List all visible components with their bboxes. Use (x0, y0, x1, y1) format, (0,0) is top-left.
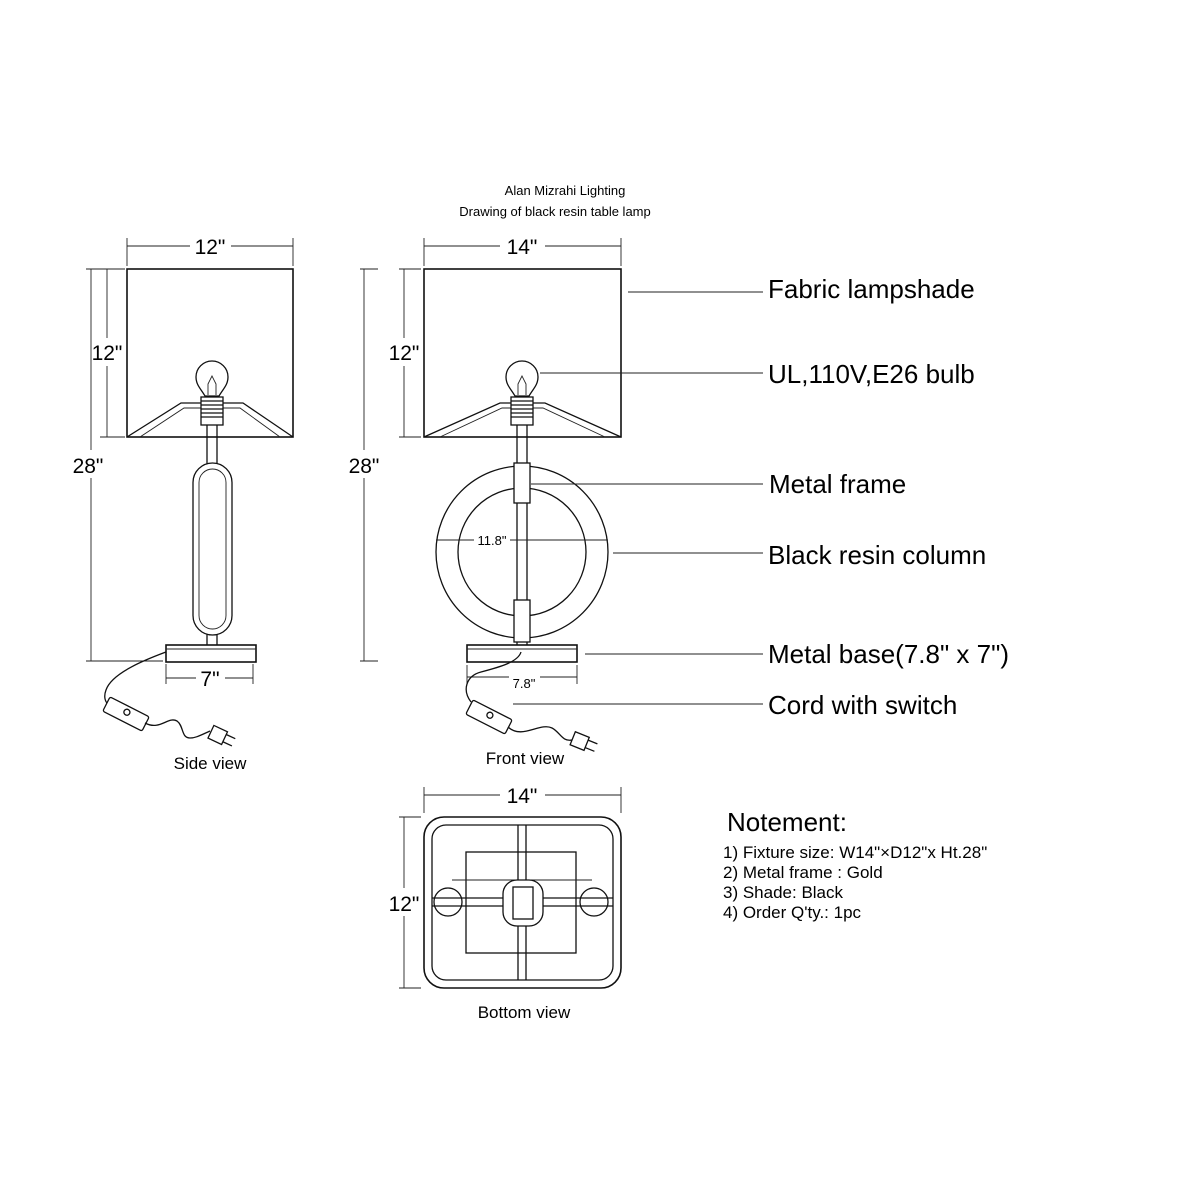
front-cord-switch (465, 699, 513, 735)
side-lampshade (126, 268, 294, 438)
plug-body (569, 730, 591, 752)
bulb-glass (195, 360, 229, 397)
side-plug (207, 724, 236, 747)
front-bulb (505, 360, 539, 426)
bulb-socket (510, 396, 534, 426)
bottom-depth-label: 12" (389, 893, 420, 916)
bottom-view: 14" 12" Bottom view (389, 785, 622, 1022)
side-cord (104, 651, 167, 706)
front-total-height-dimension: 28" (349, 268, 380, 662)
bottom-view-label: Bottom view (478, 1003, 571, 1022)
bulb-glass (505, 360, 539, 397)
side-bulb (195, 360, 229, 426)
drawing-subtitle: Drawing of black resin table lamp (459, 204, 650, 219)
bottom-width-label: 14" (507, 785, 538, 808)
callouts: Fabric lampshade UL,110V,E26 bulb Metal … (513, 274, 1009, 720)
side-shade-height-label: 12" (92, 342, 123, 365)
switch-body (102, 696, 150, 732)
drawing-header: Alan Mizrahi Lighting Drawing of black r… (459, 183, 650, 219)
side-shade-height-dimension: 12" (92, 268, 125, 438)
plug-body (207, 724, 229, 746)
side-view-label: Side view (174, 754, 247, 773)
bottom-foot-left (433, 887, 463, 917)
switch-button (123, 708, 131, 716)
note-item: 2) Metal frame : Gold (723, 863, 883, 882)
front-total-height-label: 28" (349, 455, 380, 478)
bottom-width-dimension: 14" (423, 785, 622, 813)
notes-heading: Notement: (727, 807, 847, 837)
side-resin-column-inner (198, 468, 227, 630)
front-resin-ring-inner (457, 487, 587, 617)
side-base-width-label: 7" (200, 668, 219, 691)
side-cord (144, 719, 211, 739)
plug-prong (584, 746, 595, 752)
front-base-width-dimension: 7.8" (466, 665, 578, 691)
callout-lampshade: Fabric lampshade (768, 274, 975, 304)
front-view: 14" 12" 28" (349, 236, 622, 768)
switch-body (465, 699, 513, 735)
front-ring-diameter-dimension: 11.8" (436, 533, 608, 548)
front-cord (465, 651, 522, 703)
front-shade-width-dimension: 14" (423, 236, 622, 266)
callout-resin-column: Black resin column (768, 540, 986, 570)
note-item: 1) Fixture size: W14"×D12"x Ht.28" (723, 843, 987, 862)
bottom-center-hub-inner (512, 886, 534, 920)
callout-metal-base: Metal base(7.8" x 7") (768, 639, 1009, 669)
front-base-width-label: 7.8" (513, 676, 536, 691)
bottom-depth-dimension: 12" (389, 816, 421, 989)
plug-prong (222, 741, 233, 747)
switch-button (486, 711, 494, 719)
front-shade-width-label: 14" (507, 236, 538, 259)
plug-prong (225, 733, 236, 740)
side-view: 12" 12" 28" (73, 236, 294, 773)
bottom-base-plate (465, 851, 577, 954)
side-cord-switch (102, 696, 150, 732)
side-total-height-dimension: 28" (73, 268, 163, 662)
bulb-socket (200, 396, 224, 426)
side-metal-base (165, 644, 257, 663)
side-resin-column (192, 462, 233, 636)
front-plug (569, 730, 598, 752)
front-shade-height-dimension: 12" (389, 268, 421, 438)
side-shade-width-dimension: 12" (126, 236, 294, 266)
bulb-filament (517, 374, 527, 395)
bulb-filament (207, 374, 217, 395)
side-shade-width-label: 12" (195, 236, 226, 259)
plug-prong (587, 739, 598, 745)
front-shade-height-label: 12" (389, 342, 420, 365)
callout-cord-switch: Cord with switch (768, 690, 957, 720)
note-item: 4) Order Q'ty.: 1pc (723, 903, 862, 922)
bottom-foot-right (579, 887, 609, 917)
side-total-height-label: 28" (73, 455, 104, 478)
bottom-shade-outer (423, 816, 622, 989)
front-ring-diameter-label: 11.8" (478, 533, 507, 548)
front-lampshade (423, 268, 622, 438)
front-metal-frame-clip-top (513, 462, 531, 504)
bottom-shade-inner (431, 824, 614, 981)
side-base-width-dimension: 7" (165, 664, 254, 691)
company-name: Alan Mizrahi Lighting (505, 183, 626, 198)
callout-bulb: UL,110V,E26 bulb (768, 359, 975, 389)
callout-metal-frame: Metal frame (769, 469, 906, 499)
front-cord (507, 726, 573, 741)
front-metal-frame-clip-bottom (513, 599, 531, 643)
front-metal-base (466, 644, 578, 663)
note-item: 3) Shade: Black (723, 883, 844, 902)
notes-block: Notement: 1) Fixture size: W14"×D12"x Ht… (723, 807, 987, 922)
front-view-label: Front view (486, 749, 565, 768)
